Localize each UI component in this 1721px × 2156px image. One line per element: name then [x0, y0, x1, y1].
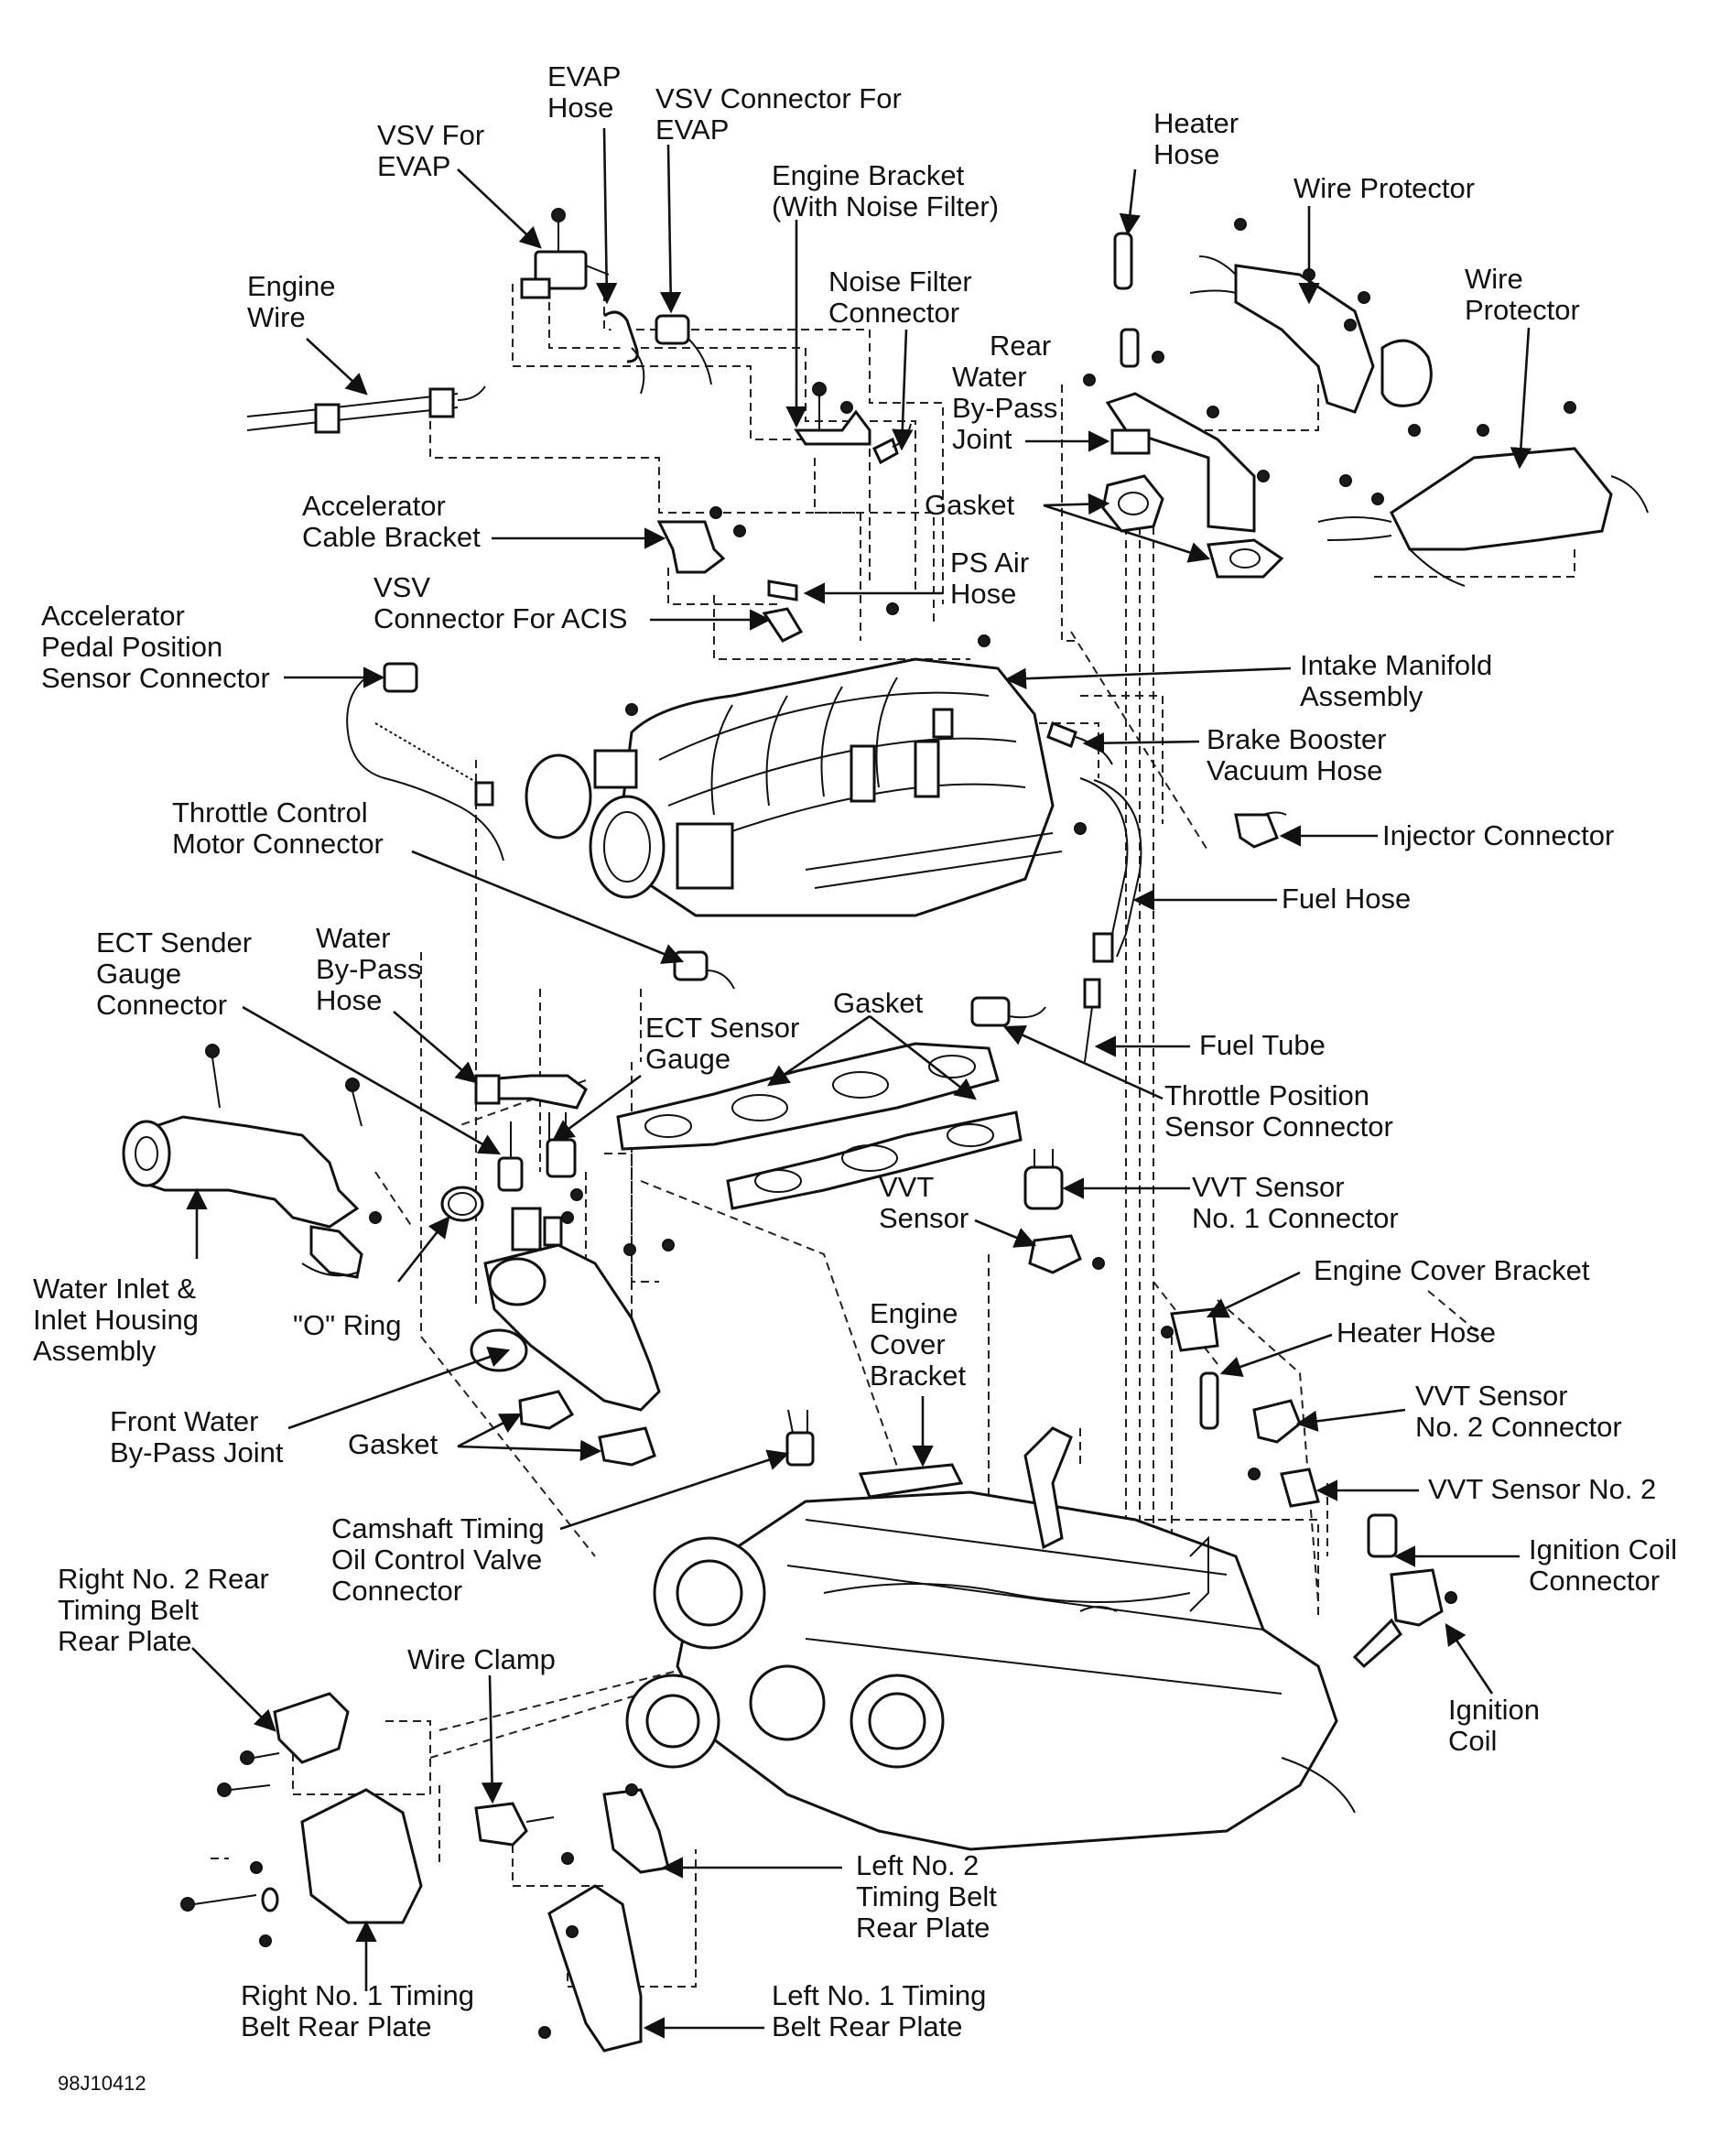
label-engine-bracket: Engine Bracket (With Noise Filter): [772, 159, 999, 222]
label-water-bypass-hose: Water By-Pass Hose: [316, 922, 429, 1016]
label-gasket-middle: Gasket: [833, 987, 924, 1019]
label-left-no2-plate: Left No. 2 Timing Belt Rear Plate: [856, 1849, 1005, 1944]
label-o-ring: "O" Ring: [293, 1309, 402, 1341]
label-engine-wire: Engine Wire: [247, 270, 343, 333]
label-water-inlet-housing: Water Inlet & Inlet Housing Assembly: [33, 1273, 207, 1367]
front-water-bypass-joint-part: [470, 1188, 661, 1412]
label-noise-filter-connector: Noise Filter Connector: [828, 265, 980, 329]
label-fuel-tube: Fuel Tube: [1199, 1029, 1326, 1061]
label-wire-protector-2: Wire Protector: [1465, 263, 1580, 326]
label-throttle-control-motor: Throttle Control Motor Connector: [172, 796, 384, 860]
label-heater-hose-lower: Heater Hose: [1337, 1316, 1496, 1349]
parts: [122, 208, 1649, 2053]
accelerator-pedal-harness-part: [346, 662, 504, 861]
label-engine-cover-bracket-mid: Engine Cover Bracket: [870, 1297, 966, 1392]
wire-protector-1-part: [1189, 218, 1433, 414]
label-ect-sensor-gauge: ECT Sensor Gauge: [645, 1012, 807, 1075]
label-camshaft-timing-valve: Camshaft Timing Oil Control Valve Connec…: [331, 1512, 552, 1607]
label-ignition-coil-connector: Ignition Coil Connector: [1529, 1533, 1685, 1597]
label-wire-protector-1: Wire Protector: [1293, 172, 1475, 204]
label-right-no2-rear-plate: Right No. 2 Rear Timing Belt Rear Plate: [58, 1563, 277, 1657]
engine-bracket-part: [794, 382, 912, 465]
label-gasket-lower: Gasket: [348, 1428, 438, 1460]
label-vsv-for-evap: VSV For EVAP: [377, 119, 492, 182]
label-vvt-sensor-1-connector: VVT Sensor No. 1 Connector: [1192, 1171, 1399, 1234]
throttle-body-part: [525, 749, 734, 899]
label-brake-booster-hose: Brake Booster Vacuum Hose: [1207, 723, 1394, 786]
manifold-gaskets-part: [616, 1042, 1023, 1210]
label-wire-clamp: Wire Clamp: [407, 1643, 556, 1675]
label-vsv-connector-acis: VSV Connector For ACIS: [373, 571, 627, 634]
label-ignition-coil: Ignition Coil: [1448, 1694, 1548, 1757]
label-left-no1-plate: Left No. 1 Timing Belt Rear Plate: [772, 1979, 994, 2042]
label-rear-water-bypass-joint: Rear Water By-Pass Joint: [952, 330, 1066, 455]
label-front-water-bypass-joint: Front Water By-Pass Joint: [110, 1405, 284, 1468]
wire-protector-2-part: [1317, 401, 1649, 587]
callout-labels: EVAP Hose VSV Connector For EVAP VSV For…: [33, 60, 1685, 2095]
label-right-no1-plate: Right No. 1 Timing Belt Rear Plate: [241, 1979, 482, 2042]
label-vsv-connector-evap: VSV Connector For EVAP: [655, 82, 909, 146]
label-engine-cover-bracket-right: Engine Cover Bracket: [1314, 1254, 1590, 1286]
water-inlet-housing-part: [122, 1044, 382, 1279]
label-gasket-top: Gasket: [925, 489, 1015, 521]
figure-id: 98J10412: [58, 2072, 146, 2095]
engine-wire-part: [246, 385, 486, 434]
label-accelerator-cable-bracket: Accelerator Cable Bracket: [302, 490, 481, 553]
label-vvt-sensor-2-connector: VVT Sensor No. 2 Connector: [1415, 1380, 1622, 1443]
label-vvt-sensor-2: VVT Sensor No. 2: [1428, 1473, 1656, 1505]
label-ect-sender-gauge: ECT Sender Gauge Connector: [96, 926, 260, 1021]
rear-water-bypass-joint-part: [1083, 351, 1270, 533]
label-injector-connector: Injector Connector: [1382, 819, 1614, 851]
leader-lines: [186, 127, 1532, 2039]
vsv-evap-part: [520, 208, 610, 299]
label-evap-hose: EVAP Hose: [547, 60, 628, 124]
label-ps-air-hose: PS Air Hose: [950, 547, 1037, 610]
label-intake-manifold: Intake Manifold Assembly: [1300, 649, 1500, 712]
label-accelerator-pedal-sensor: Accelerator Pedal Position Sensor Connec…: [41, 600, 270, 694]
label-fuel-hose: Fuel Hose: [1282, 883, 1411, 915]
label-throttle-position-sensor: Throttle Position Sensor Connector: [1164, 1079, 1393, 1143]
engine-block-part: [625, 1426, 1356, 1851]
label-vvt-sensor: VVT Sensor: [879, 1171, 969, 1234]
label-heater-hose-top: Heater Hose: [1153, 107, 1247, 170]
